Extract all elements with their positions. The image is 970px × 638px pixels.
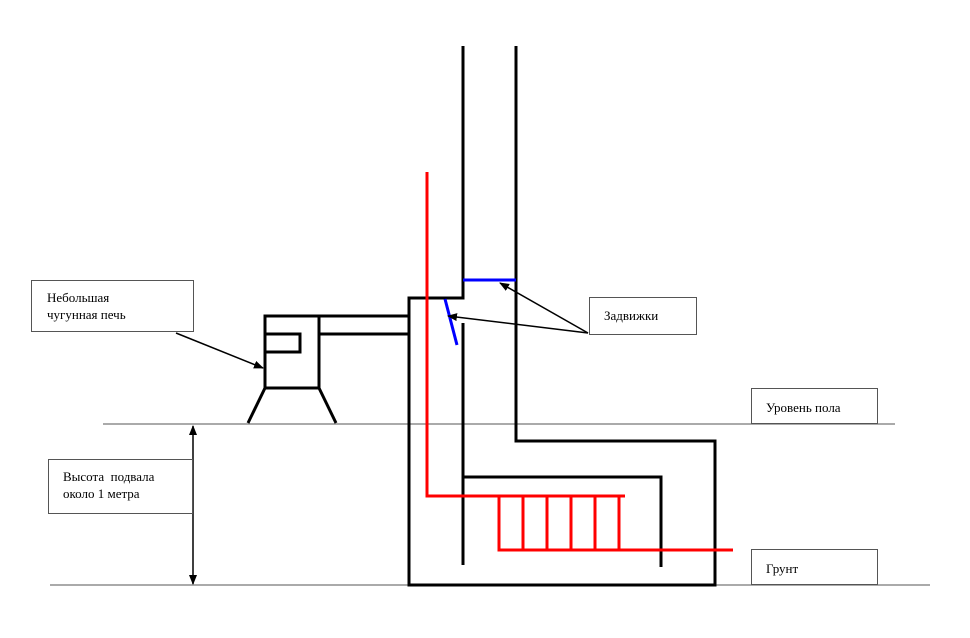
- pipe-supply: [425, 172, 625, 498]
- stove: [246, 314, 409, 424]
- stove-leg-left: [246, 387, 267, 424]
- stove-door: [263, 332, 302, 354]
- heating-pipe: [425, 172, 733, 552]
- chimney: [407, 46, 717, 587]
- dampers-label: Задвижки: [589, 297, 697, 335]
- stove-label: Небольшая чугунная печь: [31, 280, 194, 332]
- damper-tilted: [443, 298, 459, 346]
- stove-callout-arrow: [175, 332, 264, 369]
- basement-height-label: Высота подвала около 1 метра: [48, 459, 193, 514]
- ground-label: Грунт: [751, 549, 878, 585]
- damper-callout-arrow-1: [499, 282, 589, 334]
- damper-callout-arrow-2: [447, 313, 589, 334]
- chimney-inner-baffle: [461, 475, 663, 567]
- chimney-outer-left: [407, 46, 717, 587]
- floor-level-label: Уровень пола: [751, 388, 878, 424]
- stove-leg-right: [317, 387, 338, 424]
- pipe-return: [497, 496, 733, 552]
